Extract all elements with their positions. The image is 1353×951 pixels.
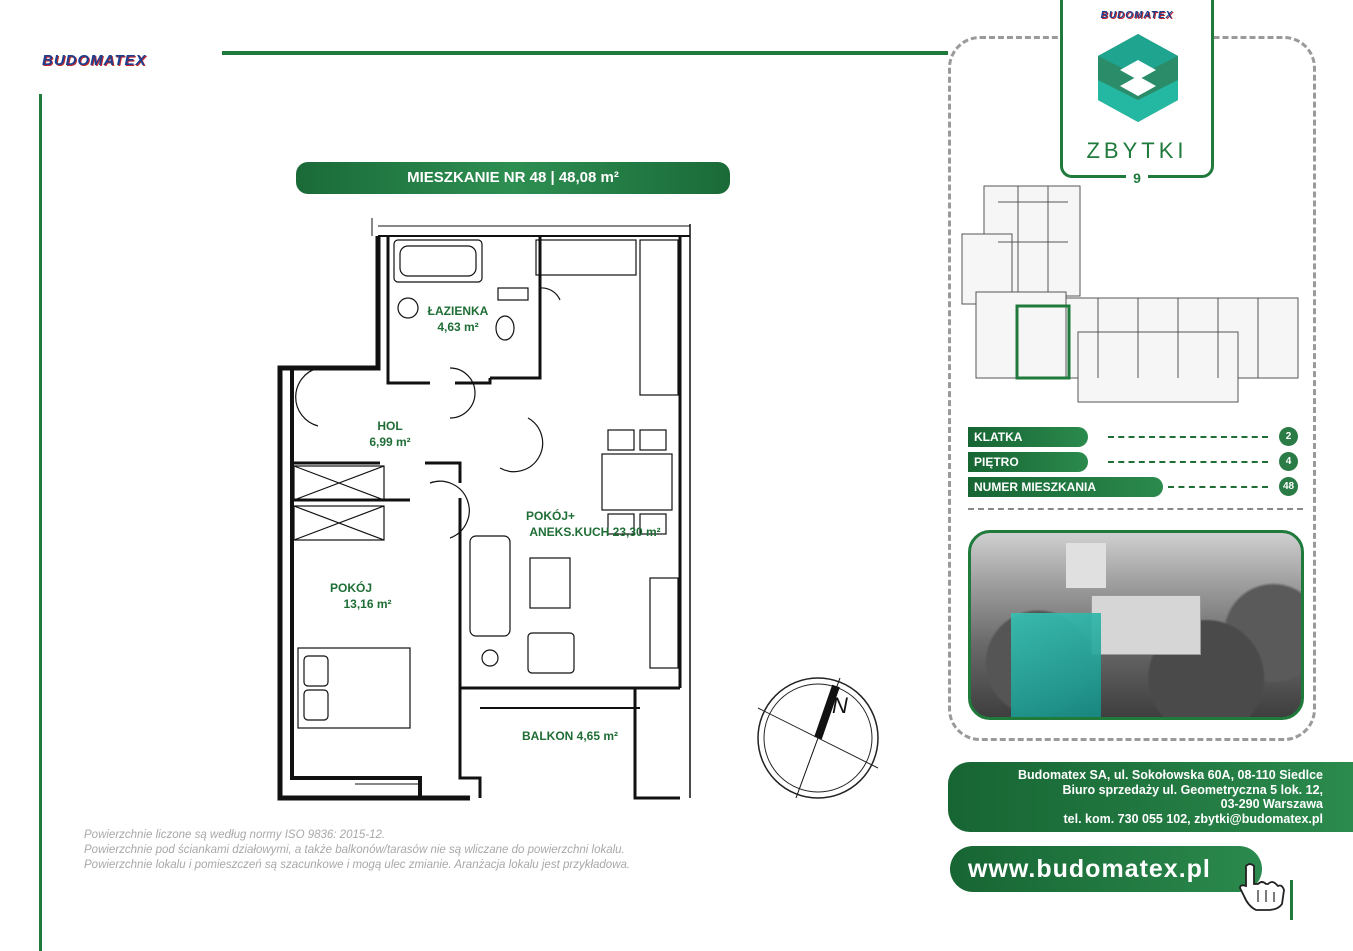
room-bedroom-name: POKÓJ [330,581,373,595]
badge-brand: BUDOMATEX [1063,10,1211,21]
detail-dash [1108,436,1268,438]
detail-value-text: 2 [1285,431,1292,442]
frame-top-line [222,51,948,55]
room-balcony-name: BALKON 4,65 m² [521,729,619,743]
photo-building-grey [1091,595,1201,655]
note-line: Powierzchnie pod ściankami działowymi, a… [84,844,625,856]
project-name: ZBYTKI [1063,138,1211,164]
room-balcony: BALKON 4,65 m² [510,728,630,744]
compass-label-text: N [832,693,848,718]
contact-city: 03-290 Warszawa [1220,797,1323,811]
detail-row-numer: NUMER MIESZKANIA 48 [968,477,1308,497]
detail-label-text: KLATKA [974,430,1023,444]
room-hall: HOL 6,99 m² [360,418,420,450]
photo-building-teal [1011,613,1101,717]
room-living-name2: ANEKS.KUCH 23,30 m² [529,525,661,539]
project-name-text: ZBYTKI [1086,138,1188,163]
detail-row-pietro: PIĘTRO 4 [968,452,1308,472]
floor-plan [277,218,691,801]
detail-dash [1168,486,1268,488]
details-separator [968,508,1303,510]
room-bathroom: ŁAZIENKA 4,63 m² [418,303,498,335]
contact-office: Biuro sprzedaży ul. Geometryczna 5 lok. … [1062,782,1323,797]
detail-label-text: NUMER MIESZKANIA [974,480,1096,494]
room-bedroom: POKÓJ 13,16 m² [330,580,405,612]
room-bedroom-area: 13,16 m² [343,597,392,611]
detail-value: 4 [1279,452,1298,471]
detail-row-klatka: KLATKA 2 [968,427,1308,447]
room-living: POKÓJ+ ANEKS.KUCH 23,30 m² [520,508,670,540]
contact-address: Budomatex SA, ul. Sokołowska 60A, 08-110… [1018,768,1323,782]
detail-value-text: 48 [1282,481,1295,492]
room-hall-name: HOL [377,419,403,433]
room-living-name: POKÓJ+ [526,509,576,523]
contact-phone-email: tel. kom. 730 055 102, zbytki@budomatex.… [1063,811,1323,826]
badge-brand-text: BUDOMATEX [1100,10,1174,21]
frame-bottom-line [1290,880,1293,920]
room-bathroom-area: 4,63 m² [437,320,479,334]
frame-left-line [39,94,42,951]
detail-label: NUMER MIESZKANIA [968,477,1163,497]
brand-logo-text: BUDOMATEX [42,52,147,69]
detail-dash [1108,461,1268,463]
project-badge: BUDOMATEX ZBYTKI [1060,0,1214,178]
note-line: Powierzchnie lokalu i pomieszczeń są sza… [84,859,631,871]
project-hex-icon [1098,34,1178,122]
detail-value: 48 [1279,477,1298,496]
pointer-hand-icon [1239,863,1285,911]
building-key-plan [961,185,1299,403]
website-text: www.budomatex.pl [968,855,1211,883]
detail-value: 2 [1279,427,1298,446]
photo-building-top [1066,543,1106,588]
compass-label: N [832,693,848,719]
detail-value-text: 4 [1285,456,1292,467]
apartment-title: MIESZKANIE NR 48 | 48,08 m² [296,162,730,194]
notes: Powierzchnie liczone są według normy ISO… [84,828,764,873]
website-link[interactable]: www.budomatex.pl [950,846,1262,892]
room-bathroom-name: ŁAZIENKA [427,304,489,318]
detail-label: KLATKA [968,427,1088,447]
contact-block: Budomatex SA, ul. Sokołowska 60A, 08-110… [948,762,1353,832]
project-number: 9 [1126,170,1148,186]
detail-label: PIĘTRO [968,452,1088,472]
apartment-title-text: MIESZKANIE NR 48 | 48,08 m² [407,169,619,186]
building-photo [968,530,1304,720]
note-line: Powierzchnie liczone są według normy ISO… [84,829,386,841]
brand-logo: BUDOMATEX [42,52,147,69]
detail-label-text: PIĘTRO [974,455,1019,469]
room-hall-area: 6,99 m² [369,435,411,449]
compass-rose [757,677,879,799]
project-number-text: 9 [1133,170,1141,186]
